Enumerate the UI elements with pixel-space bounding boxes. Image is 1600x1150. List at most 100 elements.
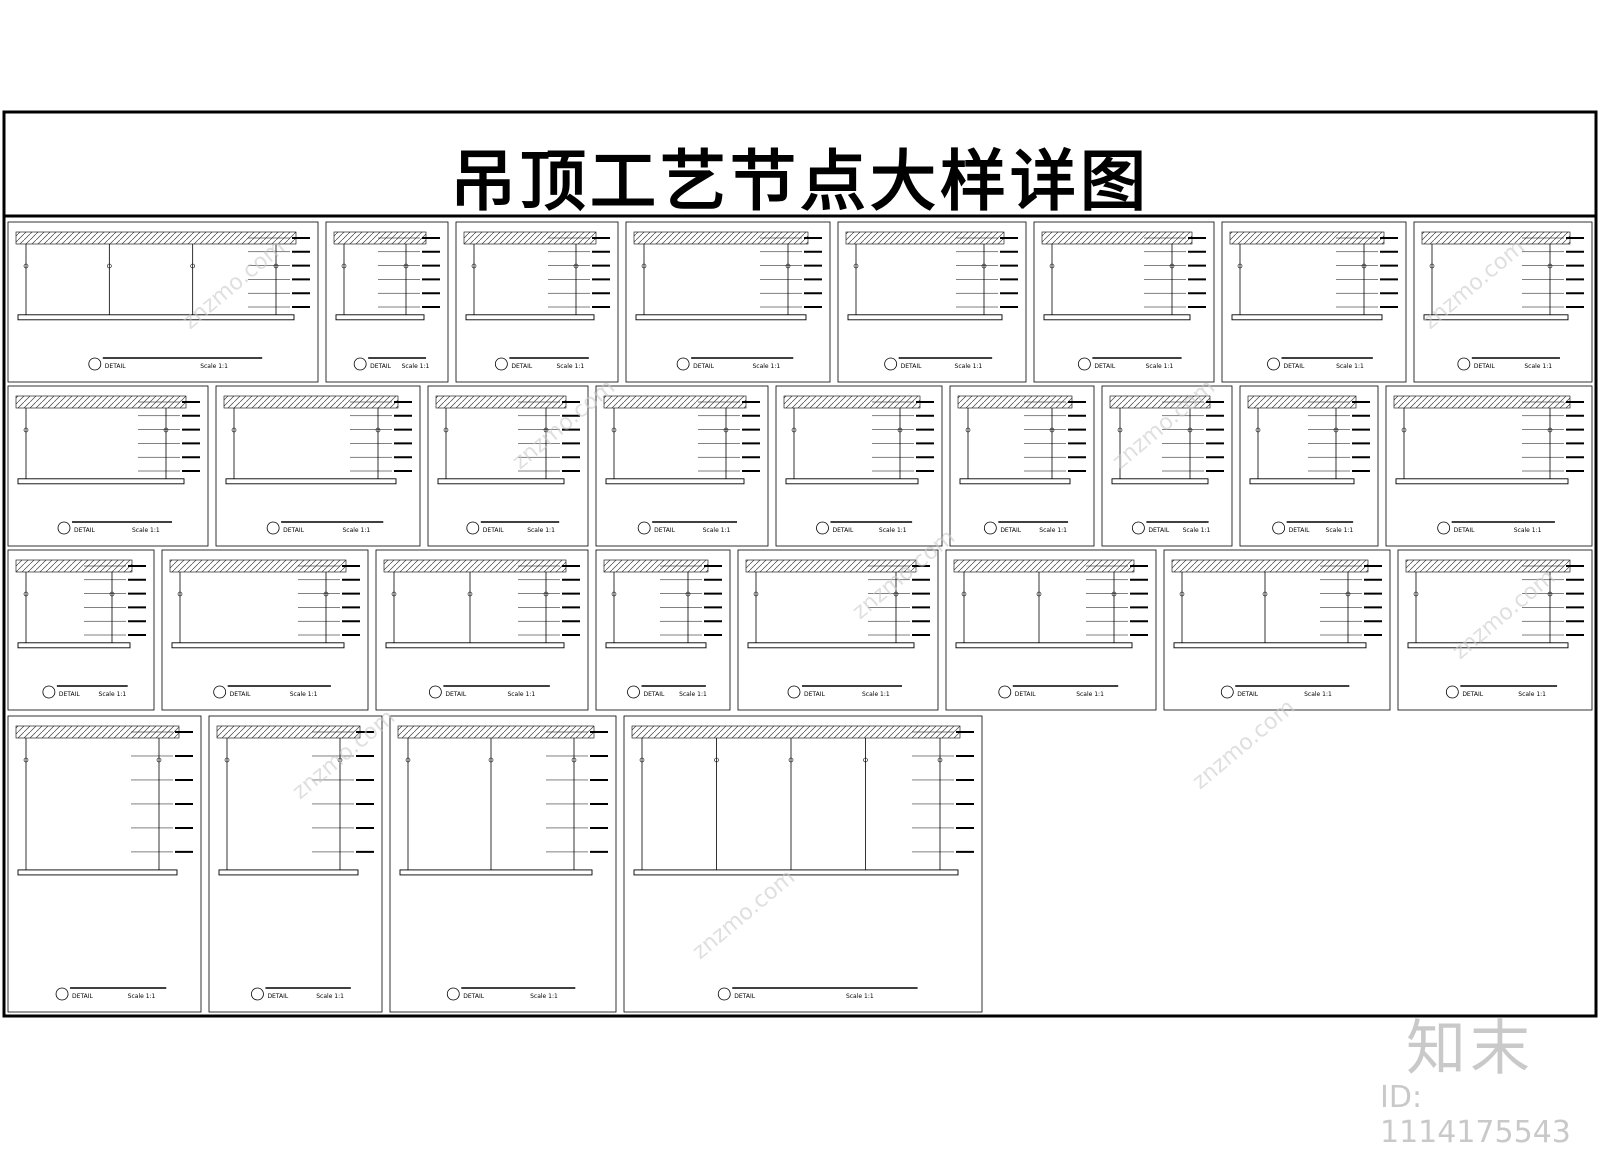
detail-cell: DETAIL Scale 1:1 — [1221, 221, 1407, 383]
ceiling-board — [1395, 478, 1569, 485]
cell-border — [595, 385, 769, 547]
cell-border — [375, 549, 589, 711]
cell-scale: Scale 1:1 — [200, 363, 228, 370]
rod-hanger — [1049, 427, 1055, 433]
cell-code: DETAIL — [644, 691, 665, 698]
cell-border — [455, 221, 619, 383]
cell-code: DETAIL — [693, 363, 714, 370]
rod-hanger — [163, 427, 169, 433]
ceiling-board — [1231, 314, 1383, 321]
cell-code: DETAIL — [1015, 691, 1036, 698]
cell-code: DETAIL — [105, 363, 126, 370]
rod-hanger — [785, 263, 791, 269]
rod-hanger — [1262, 591, 1268, 597]
rod-hanger — [23, 757, 29, 763]
ceiling-board — [17, 478, 185, 485]
cell-code: DETAIL — [1284, 363, 1305, 370]
cell-code: DETAIL — [511, 363, 532, 370]
detail-marker-icon — [55, 987, 69, 1001]
detail-marker-icon — [676, 357, 690, 371]
cell-code: DETAIL — [1462, 691, 1483, 698]
detail-cell: DETAIL Scale 1:1 — [595, 549, 731, 711]
cell-scale: Scale 1:1 — [1514, 527, 1542, 534]
rod-hanger — [1361, 263, 1367, 269]
cell-border — [949, 385, 1095, 547]
page-title: 吊顶工艺节点大样详图 — [450, 143, 1150, 220]
cell-border — [208, 715, 383, 1013]
ceiling-board — [635, 314, 807, 321]
cell-scale: Scale 1:1 — [1336, 363, 1364, 370]
watermark-text: znzmo.com — [508, 375, 620, 475]
detail-cell: DETAIL Scale 1:1 — [775, 385, 943, 547]
cell-scale: Scale 1:1 — [703, 527, 731, 534]
detail-marker-icon — [637, 521, 651, 535]
cell-scale: Scale 1:1 — [402, 363, 430, 370]
rod-hanger — [1036, 591, 1042, 597]
cell-code: DETAIL — [72, 993, 93, 1000]
cell-code: DETAIL — [804, 691, 825, 698]
rod-hanger — [341, 263, 347, 269]
rod-hanger — [231, 427, 237, 433]
cell-code: DETAIL — [1474, 363, 1495, 370]
detail-marker-icon — [998, 685, 1012, 699]
cell-scale: Scale 1:1 — [1183, 527, 1211, 534]
rod-hanger — [641, 263, 647, 269]
cell-border — [1413, 221, 1593, 383]
cell-border — [737, 549, 939, 711]
rod-hanger — [467, 591, 473, 597]
watermark-text: znzmo.com — [1448, 565, 1560, 665]
cell-code: DETAIL — [1148, 527, 1169, 534]
detail-marker-icon — [1220, 685, 1234, 699]
cell-border — [625, 221, 831, 383]
rod-hanger — [543, 427, 549, 433]
cell-scale: Scale 1:1 — [290, 691, 318, 698]
rod-hanger — [723, 427, 729, 433]
ceiling-board — [335, 314, 425, 321]
ceiling-board — [785, 478, 919, 485]
rod-hanger — [23, 591, 29, 597]
ceiling-board — [1111, 478, 1209, 485]
cell-border — [215, 385, 421, 547]
rod-hanger — [639, 757, 645, 763]
cell-code: DETAIL — [832, 527, 853, 534]
rod-hanger — [156, 757, 162, 763]
cell-border — [7, 221, 319, 383]
rod-hanger — [981, 263, 987, 269]
cell-border — [161, 549, 369, 711]
detail-marker-icon — [787, 685, 801, 699]
cell-scale: Scale 1:1 — [132, 527, 160, 534]
cell-border — [623, 715, 983, 1013]
detail-marker-icon — [446, 987, 460, 1001]
ceiling-board — [605, 478, 745, 485]
rod-hanger — [611, 427, 617, 433]
rod-hanger — [961, 591, 967, 597]
detail-marker-icon — [983, 521, 997, 535]
rod-hanger — [573, 263, 579, 269]
rod-hanger — [1429, 263, 1435, 269]
cell-code: DETAIL — [370, 363, 391, 370]
ceiling-board — [17, 869, 178, 876]
rod-hanger — [190, 263, 195, 269]
watermark-text: znzmo.com — [688, 865, 800, 965]
cell-scale: Scale 1:1 — [679, 691, 707, 698]
cell-scale: Scale 1:1 — [752, 363, 780, 370]
cell-scale: Scale 1:1 — [342, 527, 370, 534]
ceiling-board — [633, 869, 959, 876]
cell-code: DETAIL — [463, 993, 484, 1000]
cell-border — [595, 549, 731, 711]
rod-hanger — [177, 591, 183, 597]
detail-marker-icon — [1267, 357, 1280, 371]
cell-scale: Scale 1:1 — [879, 527, 907, 534]
rod-hanger — [1179, 591, 1185, 597]
rod-hanger — [403, 263, 409, 269]
ceiling-board — [605, 642, 707, 649]
